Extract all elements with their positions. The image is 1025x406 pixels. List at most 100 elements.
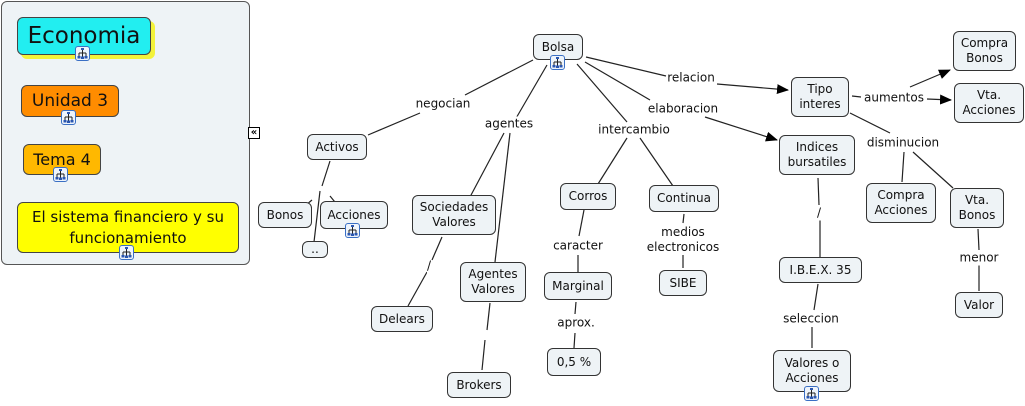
link-line xyxy=(704,116,778,142)
node-vta-acciones[interactable]: Vta.Acciones xyxy=(954,83,1024,123)
link-line xyxy=(576,63,628,123)
link-label-slash[interactable]: / xyxy=(816,205,822,221)
label-line: Acciones xyxy=(874,203,928,217)
link-line xyxy=(813,283,819,311)
label-line: interes xyxy=(799,97,841,111)
submap-icon[interactable] xyxy=(53,167,68,182)
node-bonos[interactable]: Bonos xyxy=(258,202,312,228)
link-label-menor[interactable]: menor xyxy=(959,250,999,266)
link-line xyxy=(431,236,443,261)
node-delears[interactable]: Delears xyxy=(371,306,433,332)
link-line xyxy=(313,190,321,243)
link-line xyxy=(597,137,628,185)
link-line xyxy=(578,209,585,237)
link-line xyxy=(682,213,685,224)
link-label-agentes[interactable]: agentes xyxy=(484,116,534,132)
link-line xyxy=(926,94,952,105)
node-brokers[interactable]: Brokers xyxy=(447,372,511,398)
link-label-negocian[interactable]: negocian xyxy=(415,96,471,112)
submap-icon[interactable] xyxy=(345,223,360,238)
node-sibe[interactable]: SIBE xyxy=(659,270,707,296)
link-label-intercambio[interactable]: intercambio xyxy=(598,122,670,138)
node-label: Brokers xyxy=(456,377,502,392)
submap-icon[interactable] xyxy=(61,110,76,125)
link-line xyxy=(574,301,577,315)
node-dots[interactable]: .. xyxy=(302,241,328,258)
label-line: Vta. xyxy=(964,193,990,207)
node-ibex[interactable]: I.B.E.X. 35 xyxy=(779,257,862,283)
submap-icon[interactable] xyxy=(119,245,134,260)
node-label: Acciones xyxy=(327,207,381,222)
label-line: Indices xyxy=(795,140,839,154)
link-line xyxy=(573,332,576,349)
link-line xyxy=(585,56,667,77)
link-line xyxy=(584,61,651,101)
label-line: Vta. xyxy=(976,88,1002,102)
link-line xyxy=(321,160,331,187)
link-label-aumentos[interactable]: aumentos xyxy=(864,90,924,106)
label-line: Bonos xyxy=(966,51,1003,65)
node-label: Valor xyxy=(963,297,995,312)
map-navigation-panel: Economia Unidad 3 Tema 4 El sistema fina… xyxy=(1,1,250,265)
node-label: Corros xyxy=(568,189,608,203)
link-line xyxy=(464,59,534,96)
label-line: Acciones xyxy=(785,371,839,385)
submap-icon[interactable] xyxy=(804,386,819,401)
link-label-disminucion[interactable]: disminucion xyxy=(866,135,940,151)
node-tema-label: Tema 4 xyxy=(33,150,91,169)
node-activos[interactable]: Activos xyxy=(307,134,367,160)
link-label-relacion[interactable]: relacion xyxy=(667,70,715,86)
link-line xyxy=(817,177,820,206)
label-line: Bonos xyxy=(958,208,996,222)
node-label: Activos xyxy=(315,139,359,154)
link-line xyxy=(909,69,951,88)
label-line: El sistema financiero y su xyxy=(32,207,224,226)
link-label-elaboracion[interactable]: elaboracion xyxy=(647,101,719,117)
label-line: Valores xyxy=(471,282,515,296)
node-label: Vta.Bonos xyxy=(959,193,996,223)
node-continua[interactable]: Continua xyxy=(649,185,719,212)
node-label: I.B.E.X. 35 xyxy=(789,262,852,277)
label-line: electronicos xyxy=(646,240,720,254)
link-label-caracter[interactable]: caracter xyxy=(553,238,603,254)
node-valor[interactable]: Valor xyxy=(955,292,1003,318)
link-line xyxy=(912,151,954,189)
link-line xyxy=(977,228,980,251)
label-line: Compra xyxy=(960,36,1009,50)
link-label-aprox[interactable]: aprox. xyxy=(557,315,595,331)
node-corros[interactable]: Corros xyxy=(560,183,616,210)
node-label: 0,5 % xyxy=(556,354,592,369)
link-line xyxy=(639,137,674,187)
link-line xyxy=(407,271,428,307)
submap-icon[interactable] xyxy=(75,46,90,61)
collapse-panel-button[interactable]: « xyxy=(248,127,260,139)
link-line xyxy=(851,95,862,98)
label-line: Valores xyxy=(432,215,476,229)
link-label-seleccion[interactable]: seleccion xyxy=(783,311,839,327)
label-line: medios xyxy=(661,225,705,239)
label-line: Acciones xyxy=(962,103,1016,117)
node-marginal[interactable]: Marginal xyxy=(544,272,612,300)
label-line: Sociedades xyxy=(419,200,489,214)
node-vta-bonos[interactable]: Vta.Bonos xyxy=(950,188,1004,228)
submap-icon[interactable] xyxy=(550,55,565,70)
link-label-slash[interactable]: / xyxy=(426,258,432,274)
node-economia-label: Economia xyxy=(27,23,141,49)
node-porcentaje[interactable]: 0,5 % xyxy=(547,348,601,376)
label-line: Valores o xyxy=(784,356,840,370)
link-line xyxy=(494,132,511,263)
